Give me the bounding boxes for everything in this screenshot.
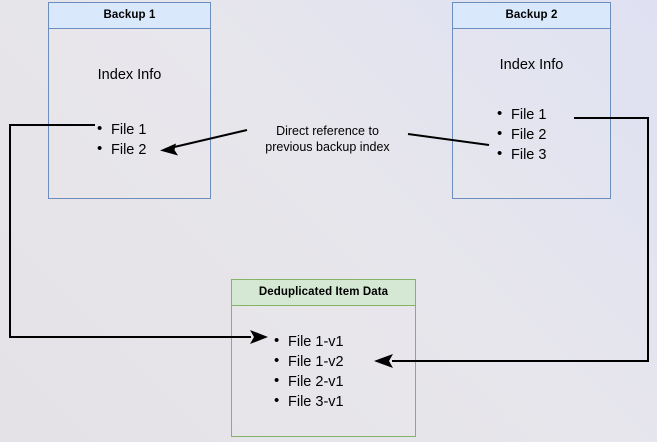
node-backup-2-header: Backup 2: [453, 3, 610, 29]
edge-label-line-2: previous backup index: [265, 140, 390, 154]
node-backup-1-body: Index Info File 1 File 2: [49, 29, 210, 198]
list-item: File 1-v1: [274, 331, 344, 352]
list-item: File 1: [497, 104, 546, 125]
node-backup-1-index-label: Index Info: [97, 67, 162, 83]
list-item: File 2: [97, 139, 146, 160]
edge-label-line-1: Direct reference to: [276, 124, 379, 138]
list-item: File 1-v2: [274, 351, 344, 372]
node-deduplicated-item-data-body: File 1-v1 File 1-v2 File 2-v1 File 3-v1: [232, 306, 415, 436]
node-backup-1-file-list: File 1 File 2: [97, 119, 146, 160]
node-backup-2-body: Index Info File 1 File 2 File 3: [453, 29, 610, 198]
node-backup-1[interactable]: Backup 1 Index Info File 1 File 2: [48, 2, 211, 199]
list-item: File 2-v1: [274, 371, 344, 392]
node-backup-1-header: Backup 1: [49, 3, 210, 29]
edge-label-direct-reference: Direct reference to previous backup inde…: [250, 123, 405, 155]
list-item: File 2: [497, 124, 546, 145]
node-deduplicated-item-data-file-list: File 1-v1 File 1-v2 File 2-v1 File 3-v1: [274, 331, 344, 412]
list-item: File 1: [97, 119, 146, 140]
list-item: File 3-v1: [274, 391, 344, 412]
node-backup-2-index-label: Index Info: [499, 57, 564, 73]
node-backup-2[interactable]: Backup 2 Index Info File 1 File 2 File 3: [452, 2, 611, 199]
node-backup-2-file-list: File 1 File 2 File 3: [497, 104, 546, 165]
node-deduplicated-item-data-header: Deduplicated Item Data: [232, 280, 415, 306]
node-deduplicated-item-data[interactable]: Deduplicated Item Data File 1-v1 File 1-…: [231, 279, 416, 437]
list-item: File 3: [497, 144, 546, 165]
